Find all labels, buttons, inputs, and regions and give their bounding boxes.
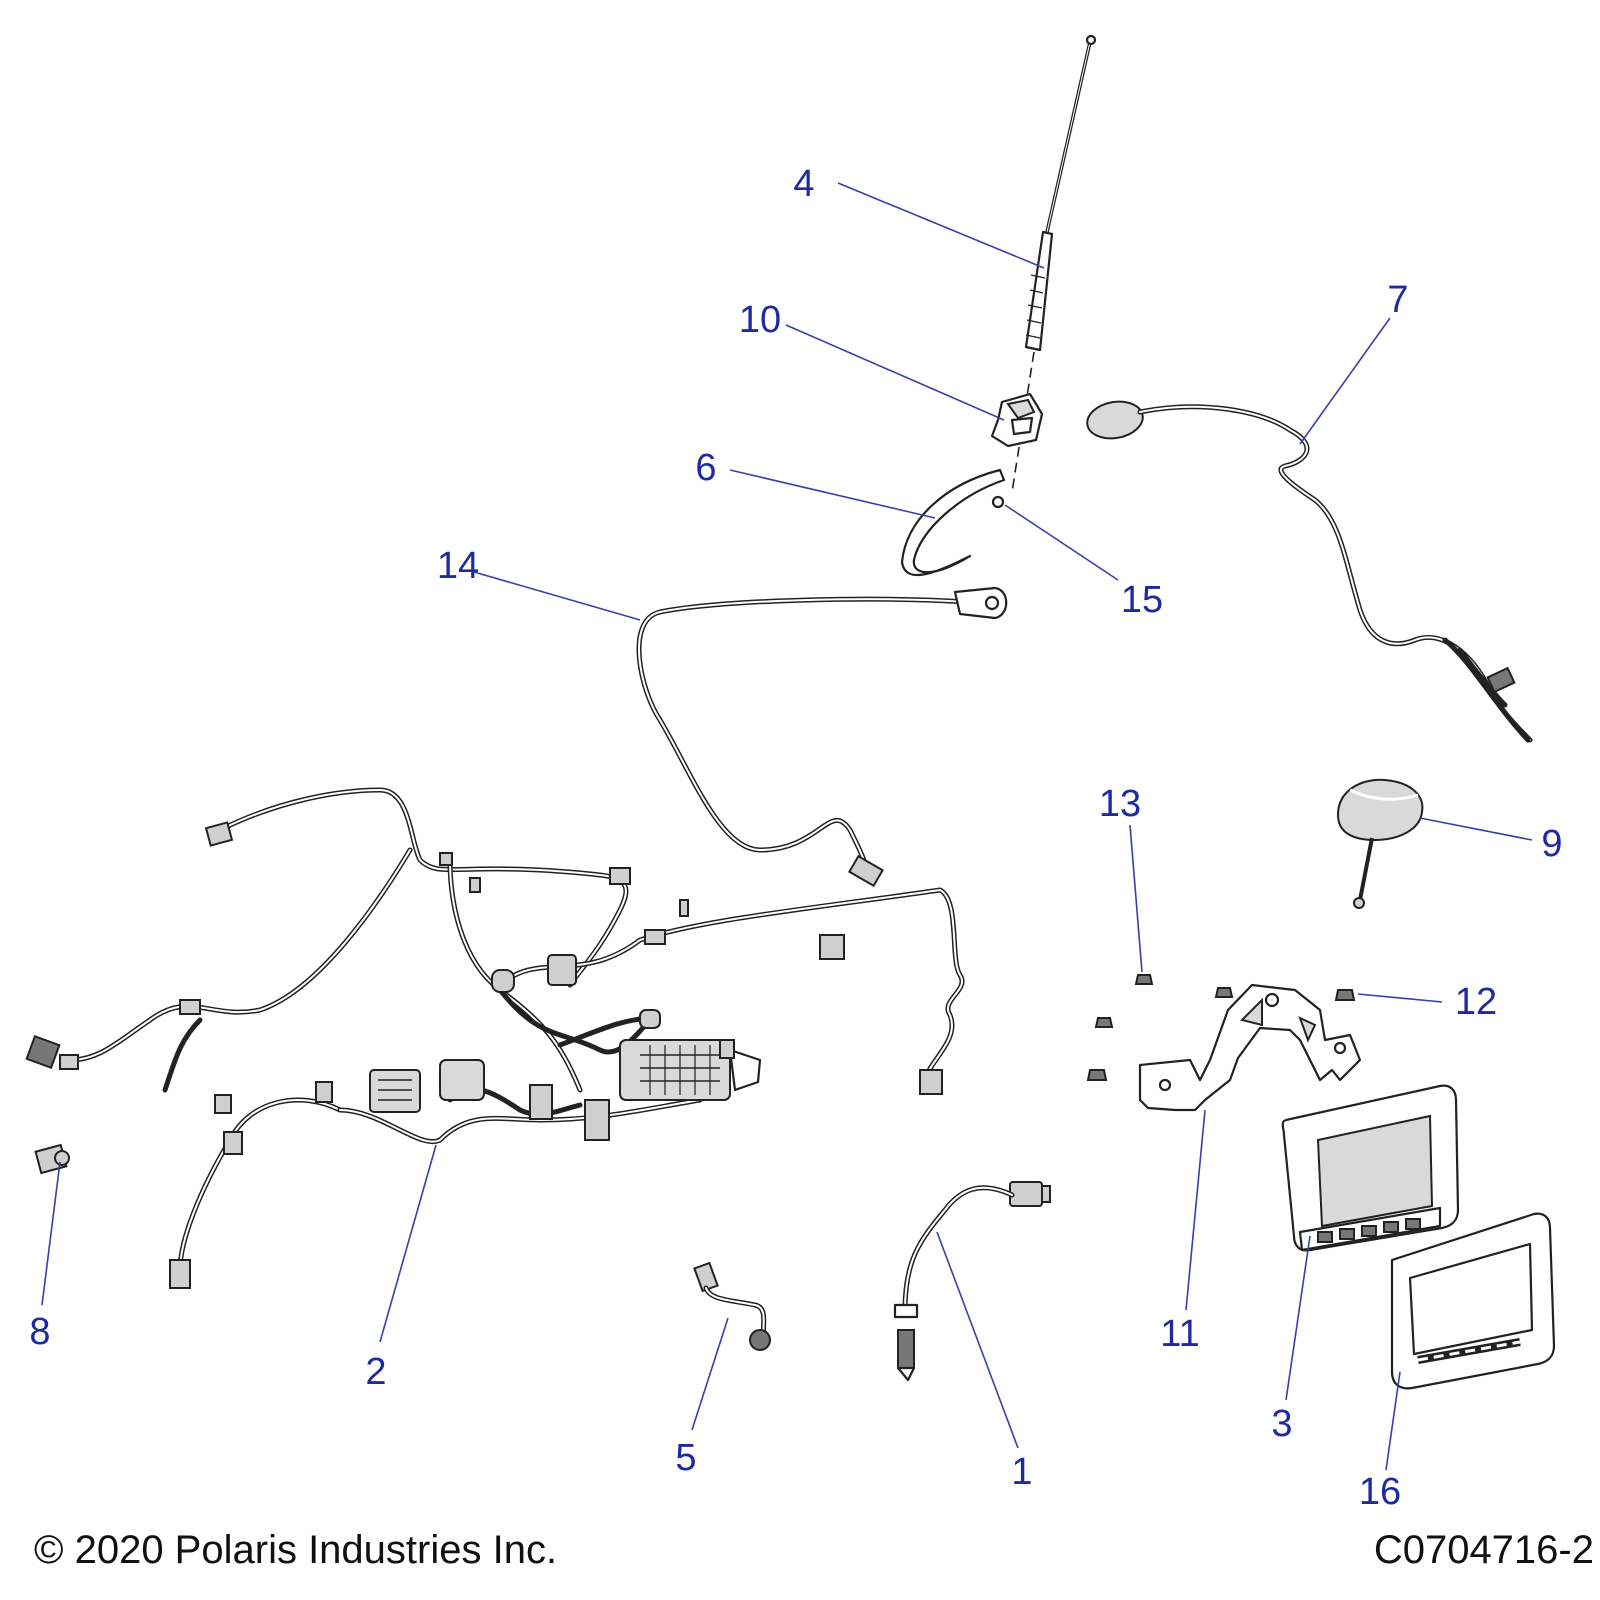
part-5-jumper — [693, 1261, 771, 1351]
part-6-strap — [900, 468, 1006, 577]
callout-1: 1 — [1011, 1451, 1032, 1493]
callout-15: 15 — [1121, 579, 1163, 621]
callout-7: 7 — [1387, 279, 1408, 321]
part-1-sensor-harness — [893, 1181, 1051, 1382]
callout-13: 13 — [1099, 783, 1141, 825]
drawing-number: C0704716-2 — [1373, 1528, 1594, 1572]
callout-16: 16 — [1359, 1471, 1401, 1513]
callout-14: 14 — [437, 545, 479, 587]
callouts: 4 10 6 15 14 7 9 13 12 11 3 16 1 5 2 8 — [29, 163, 1562, 1513]
callout-11: 11 — [1160, 1313, 1199, 1355]
callout-4: 4 — [793, 163, 814, 205]
part-4-antenna-mast — [1011, 34, 1097, 493]
callout-3: 3 — [1271, 1403, 1292, 1445]
part-15-nut — [991, 495, 1005, 509]
callout-8: 8 — [29, 1311, 50, 1353]
part-11-bracket — [1138, 983, 1362, 1112]
callout-6: 6 — [695, 447, 716, 489]
part-9-gps-puck — [1336, 778, 1424, 909]
leader-lines — [41, 182, 1533, 1471]
screws — [1086, 974, 1356, 1081]
callout-2: 2 — [365, 1351, 386, 1393]
callout-9: 9 — [1541, 823, 1562, 865]
part-2-main-harness — [25, 787, 965, 1289]
callout-5: 5 — [675, 1437, 696, 1479]
part-10-antenna-base — [990, 392, 1044, 448]
callout-10: 10 — [739, 299, 781, 341]
copyright-notice: © 2020 Polaris Industries Inc. — [34, 1528, 558, 1572]
part-3-display — [1281, 1084, 1460, 1252]
part-14-lead — [636, 586, 1008, 888]
part-8-sensor — [34, 1143, 70, 1175]
callout-12: 12 — [1455, 981, 1497, 1023]
part-16-bezel — [1390, 1212, 1556, 1390]
part-7-puck-antenna — [1086, 400, 1533, 743]
